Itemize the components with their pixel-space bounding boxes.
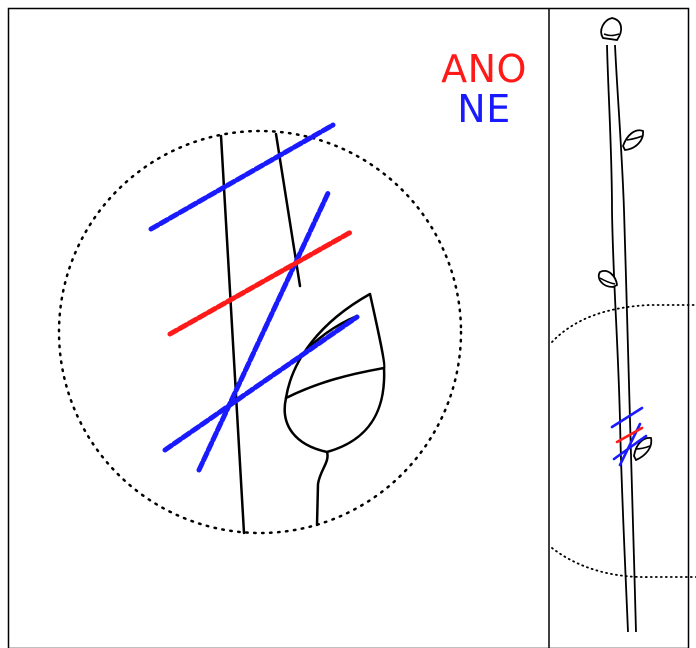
cut-no-steep — [196, 188, 332, 473]
stem-left-edge — [219, 134, 246, 535]
bud-scale-line — [284, 366, 386, 400]
bud-outline — [283, 292, 386, 527]
overview-cut-no-upper — [610, 406, 644, 429]
cut-yes — [167, 229, 354, 337]
twig-left-edge — [606, 44, 629, 633]
cut-no-upper — [148, 122, 336, 232]
side-bud-upper — [622, 129, 644, 151]
figure-border — [7, 7, 690, 648]
twig-panel — [551, 17, 696, 633]
overview-cut-no-lower — [612, 434, 648, 461]
terminal-bud — [600, 17, 623, 41]
overview-circle-bottom — [551, 547, 696, 578]
overview-circle-top — [551, 304, 696, 343]
overview-cut-yes — [615, 426, 644, 444]
magnification-circle — [57, 129, 463, 535]
twig-right-edge — [614, 44, 637, 633]
cut-no-lower — [162, 314, 360, 453]
detail-panel — [57, 122, 463, 535]
